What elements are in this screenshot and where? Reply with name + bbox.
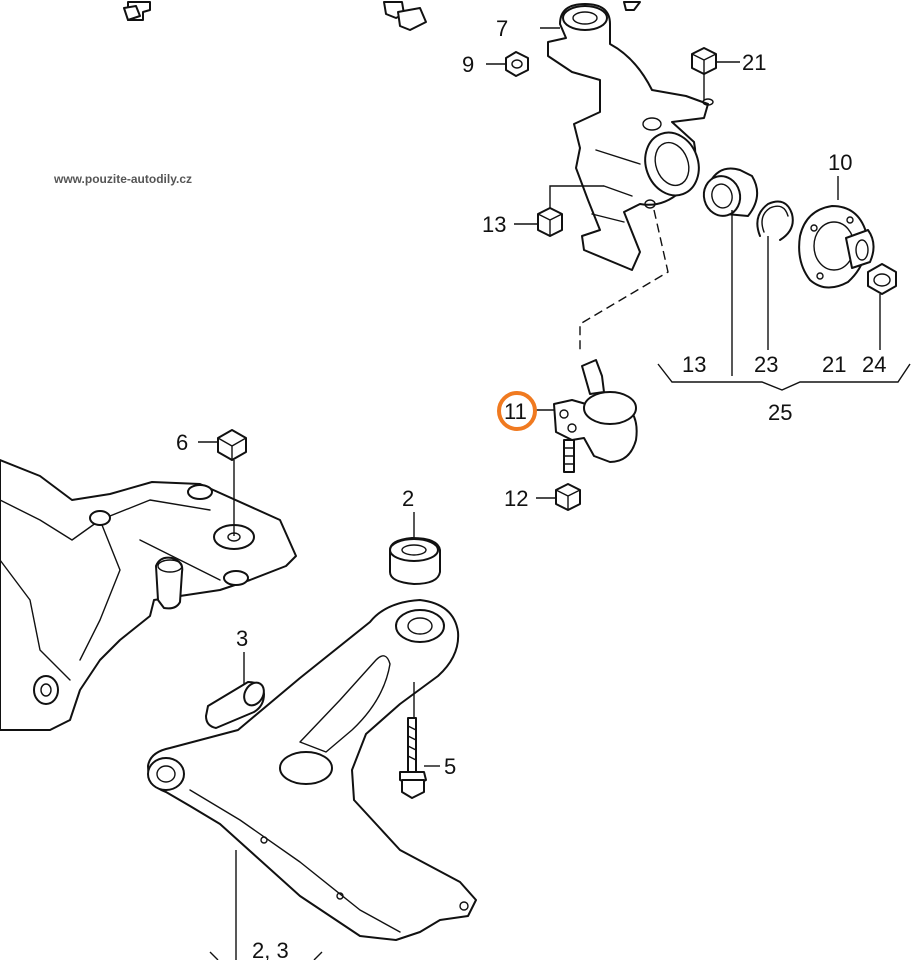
callout-12: 12 xyxy=(504,486,528,511)
callout-13-left: 13 xyxy=(482,212,506,237)
callout-21-top: 21 xyxy=(742,50,766,75)
callout-23: 23 xyxy=(754,352,778,377)
nut-9 xyxy=(505,51,529,77)
callout-25: 25 xyxy=(768,400,792,425)
bolt-top-right xyxy=(623,1,641,11)
callout-2-3: 2, 3 xyxy=(252,938,289,960)
wheel-hub xyxy=(798,205,875,289)
callout-3: 3 xyxy=(236,626,248,651)
nut-12 xyxy=(555,483,581,511)
bushing-3 xyxy=(205,681,265,729)
nut-13 xyxy=(537,207,563,237)
callout-10: 10 xyxy=(828,150,852,175)
wheel-bearing xyxy=(702,167,759,217)
callout-11: 11 xyxy=(504,399,527,424)
callout-6: 6 xyxy=(176,430,188,455)
nut-6 xyxy=(217,429,247,461)
callout-2: 2 xyxy=(402,486,414,511)
callout-7: 7 xyxy=(496,16,508,41)
callout-5: 5 xyxy=(444,754,456,779)
callout-13-group: 13 xyxy=(682,352,706,377)
bolt-5 xyxy=(399,717,427,799)
ball-joint xyxy=(553,359,638,473)
hub-bolt xyxy=(867,263,897,295)
circlip xyxy=(756,200,794,241)
callout-21-group: 21 xyxy=(822,352,846,377)
highlight-ring xyxy=(497,391,537,431)
leader-lines xyxy=(198,27,911,960)
callout-9: 9 xyxy=(462,52,474,77)
steering-knuckle xyxy=(547,3,714,271)
subframe xyxy=(0,459,297,731)
callout-24: 24 xyxy=(862,352,886,377)
lower-control-arm xyxy=(147,599,477,941)
bolt-top-center xyxy=(383,1,427,31)
nut-21-top xyxy=(691,47,717,75)
bolt-top-left xyxy=(123,1,151,21)
bushing-2 xyxy=(389,537,441,585)
watermark-text: www.pouzite-autodily.cz xyxy=(53,172,192,186)
